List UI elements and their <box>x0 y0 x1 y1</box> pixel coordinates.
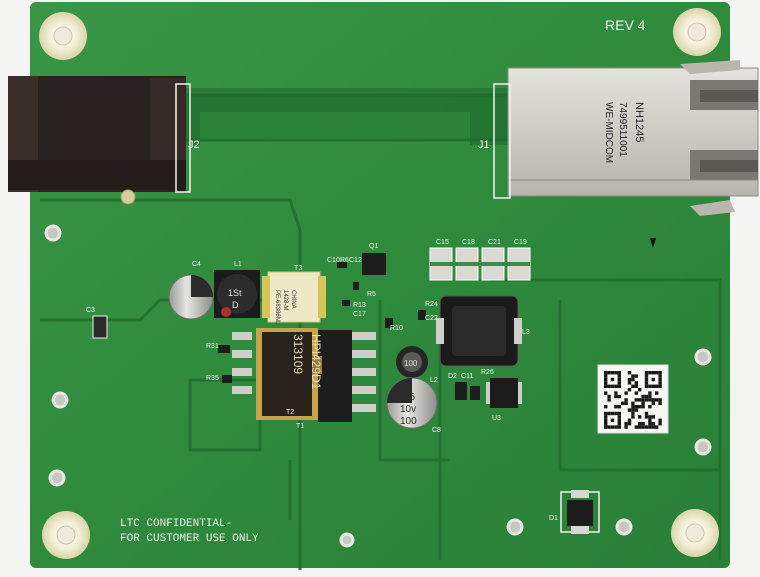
c8-marking-3: 100 <box>400 416 417 427</box>
c8-marking-1: 45 <box>404 392 416 403</box>
ref-c15: C15 <box>436 239 449 246</box>
ref-r10: R10 <box>390 325 403 332</box>
ref-r31: R31 <box>206 343 219 350</box>
ref-c8: C8 <box>432 427 441 434</box>
l1-marking-top: 1St <box>228 288 242 298</box>
jack-part: 7499511001 <box>617 102 628 157</box>
inductor-l1 <box>214 270 260 318</box>
ref-d1: D1 <box>549 515 558 522</box>
qr-label <box>597 364 669 434</box>
t2-markings: 313109 HPI429D1 <box>291 334 323 390</box>
ref-q1: Q1 <box>369 243 378 250</box>
ic-u3 <box>486 378 522 408</box>
transformer-t2 <box>232 328 376 422</box>
ref-l1: L1 <box>234 261 242 268</box>
capacitor-bank <box>429 247 531 281</box>
ref-r24: R24 <box>425 301 438 308</box>
ref-t3: T3 <box>294 265 302 272</box>
l2-marking: 100 <box>404 359 418 368</box>
ref-u3: U3 <box>492 415 501 422</box>
ref-l3: L3 <box>522 329 530 336</box>
capacitor-c8 <box>386 377 438 429</box>
t3-marking-3: CHINA <box>290 290 296 309</box>
ref-l2: L2 <box>430 377 438 384</box>
connector-j2 <box>8 76 186 205</box>
ref-c19: C19 <box>514 239 527 246</box>
ref-c3: C3 <box>86 307 95 314</box>
signal-trace-channel <box>185 88 510 145</box>
ref-r13: R13 <box>353 302 366 309</box>
ref-c4: C4 <box>192 261 201 268</box>
small-smd-parts <box>92 262 480 400</box>
l1-marking-bottom: D <box>232 300 239 310</box>
j2-label: J2 <box>188 139 200 151</box>
confidential-line1: LTC CONFIDENTIAL- <box>120 518 232 530</box>
t2-marking-2: HPI429D1 <box>309 334 323 390</box>
ref-r26: R26 <box>481 369 494 376</box>
t3-markings: PE-68386NL 1428-M CHINA <box>274 290 296 325</box>
j1-label: J1 <box>478 139 490 151</box>
ref-c22: C22 <box>425 315 438 322</box>
ref-t1: T1 <box>296 423 304 430</box>
mounting-holes <box>39 8 721 559</box>
c8-marking-2: 10v <box>400 404 416 415</box>
jack-brand: WE-MIDCOM <box>603 102 614 163</box>
t3-marking-1: PE-68386NL <box>274 290 280 325</box>
test-points <box>44 224 712 548</box>
inductor-l2 <box>396 346 428 378</box>
jack-code: NH1245 <box>633 102 645 142</box>
ref-t2: T2 <box>286 409 294 416</box>
ref-r35: R35 <box>206 375 219 382</box>
ref-d2: D2 <box>448 373 457 380</box>
ref-c18: C18 <box>462 239 475 246</box>
ref-c11: C11 <box>461 373 473 380</box>
pin1-marker <box>650 238 656 248</box>
diode-d1 <box>560 490 600 534</box>
ref-c21: C21 <box>488 239 501 246</box>
reference-designators: C4 L1 T3 C10 R6 C12 Q1 R5 R13 C17 R10 R2… <box>86 239 558 522</box>
capacitor-c4 <box>168 274 214 320</box>
ref-r5: R5 <box>367 291 376 298</box>
ref-r6: R6 <box>340 257 349 264</box>
transformer-t3 <box>262 271 326 323</box>
connector-j1 <box>507 60 759 216</box>
inductor-l3 <box>436 295 522 367</box>
transistor-q1 <box>362 253 386 275</box>
revision-label: REV 4 <box>605 17 646 33</box>
t2-marking-1: 313109 <box>291 334 305 374</box>
component-markings: 1St D <box>228 288 242 310</box>
ref-c12: C12 <box>349 257 362 264</box>
t3-marking-2: 1428-M <box>282 290 288 310</box>
ref-c10: C10 <box>327 257 340 264</box>
confidential-line2: FOR CUSTOMER USE ONLY <box>120 533 259 545</box>
ref-c17: C17 <box>353 311 366 318</box>
c8-markings: 45 10v 100 <box>400 392 417 427</box>
